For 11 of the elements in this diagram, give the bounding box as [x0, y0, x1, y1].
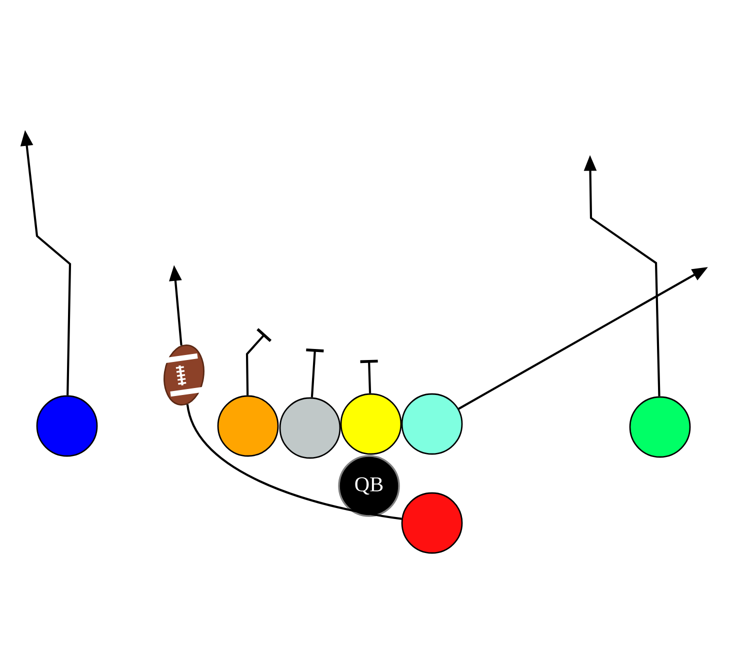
route-line: [186, 404, 402, 520]
block-line: [360, 360, 378, 394]
player-circle: [340, 393, 402, 455]
block-line: [306, 348, 324, 398]
player-circle: [36, 395, 98, 457]
player-circle: [279, 397, 341, 459]
player-circle: [401, 393, 463, 455]
football-drawing: [164, 344, 204, 406]
player-circle: [401, 492, 463, 554]
player-circle: [629, 396, 691, 458]
player-circle: [217, 395, 279, 457]
